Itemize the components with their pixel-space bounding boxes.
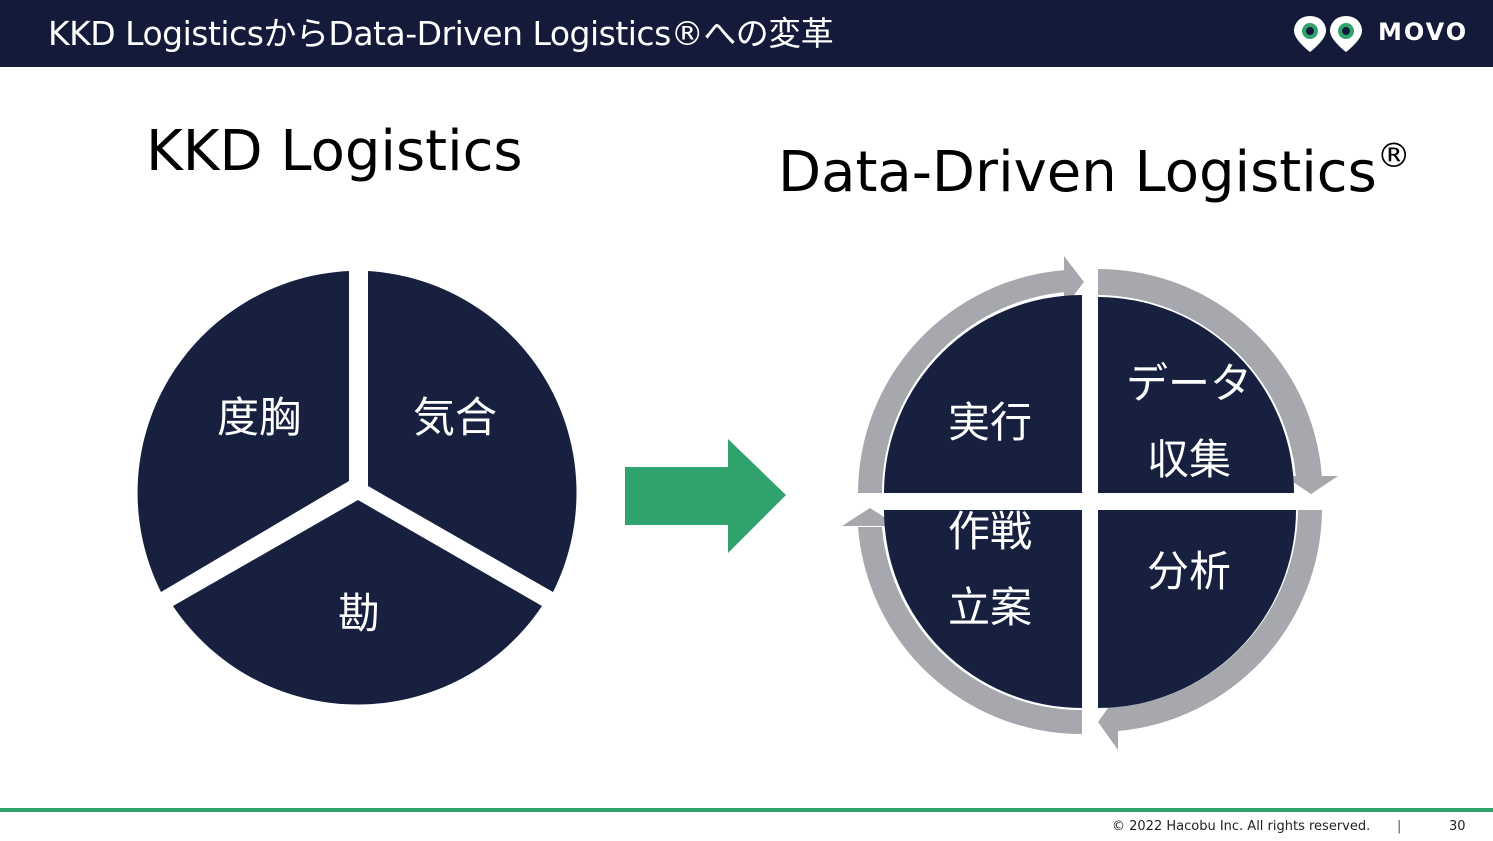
movo-logo: MOVO [1290,12,1475,56]
cycle-arc-bottom-right [1118,510,1322,731]
quadrant-label-sakusen-line1: 作戦 [948,507,1032,556]
pie-label-kiai: 気合 [413,393,497,442]
header-bar: KKD LogisticsからData-Driven Logistics®への変… [0,0,1493,67]
page-number: 30 [1449,819,1466,834]
kkd-pie: 度胸 気合 勘 [137,271,577,705]
quadrant-label-jikko: 実行 [948,398,1032,447]
pie-segment-kiai [368,271,577,592]
right-arrow-icon [625,439,786,553]
quadrant-jikko [884,295,1082,493]
quadrant-label-sakusen-line2: 立案 [948,583,1032,632]
pie-label-dokyo: 度胸 [217,393,301,442]
brand-name: MOVO [1378,18,1469,46]
cycle-arrowhead-right [1284,476,1338,494]
cycle-arrowhead-bottom [1098,694,1118,750]
slide-title: KKD LogisticsからData-Driven Logistics®への変… [48,14,834,53]
quadrant-label-data-line2: 収集 [1147,435,1231,484]
quadrant-data-shushu [1098,297,1294,493]
footer-divider [0,808,1493,812]
cycle-arc-bottom-left [858,527,1082,735]
cycle-arc-top-right [1098,268,1322,478]
quadrant-bunseki [1098,510,1296,708]
ddl-cycle: 実行 データ 収集 作戦 立案 分析 [842,256,1338,750]
ddl-heading-text: Data-Driven Logistics [778,140,1377,205]
pie-segment-dokyo [137,271,349,592]
quadrant-label-bunseki: 分析 [1147,547,1231,596]
registered-mark: ® [1376,136,1411,176]
footer-separator: | [1397,819,1402,834]
pie-label-kan: 勘 [338,589,380,638]
pie-segment-kan [173,500,542,705]
copyright-text: © 2022 Hacobu Inc. All rights reserved. [1112,819,1371,834]
cycle-arrowhead-top [1064,256,1084,308]
kkd-heading: KKD Logistics [146,119,523,184]
cycle-arc-top-left [858,270,1066,493]
cycle-arrowhead-left [842,508,898,526]
quadrant-label-data-line1: データ [1126,359,1252,408]
quadrant-sakusen-ritsuan [884,510,1082,708]
movo-pin-logo-icon [1294,16,1362,52]
ddl-heading: Data-Driven Logistics® [778,124,1411,205]
